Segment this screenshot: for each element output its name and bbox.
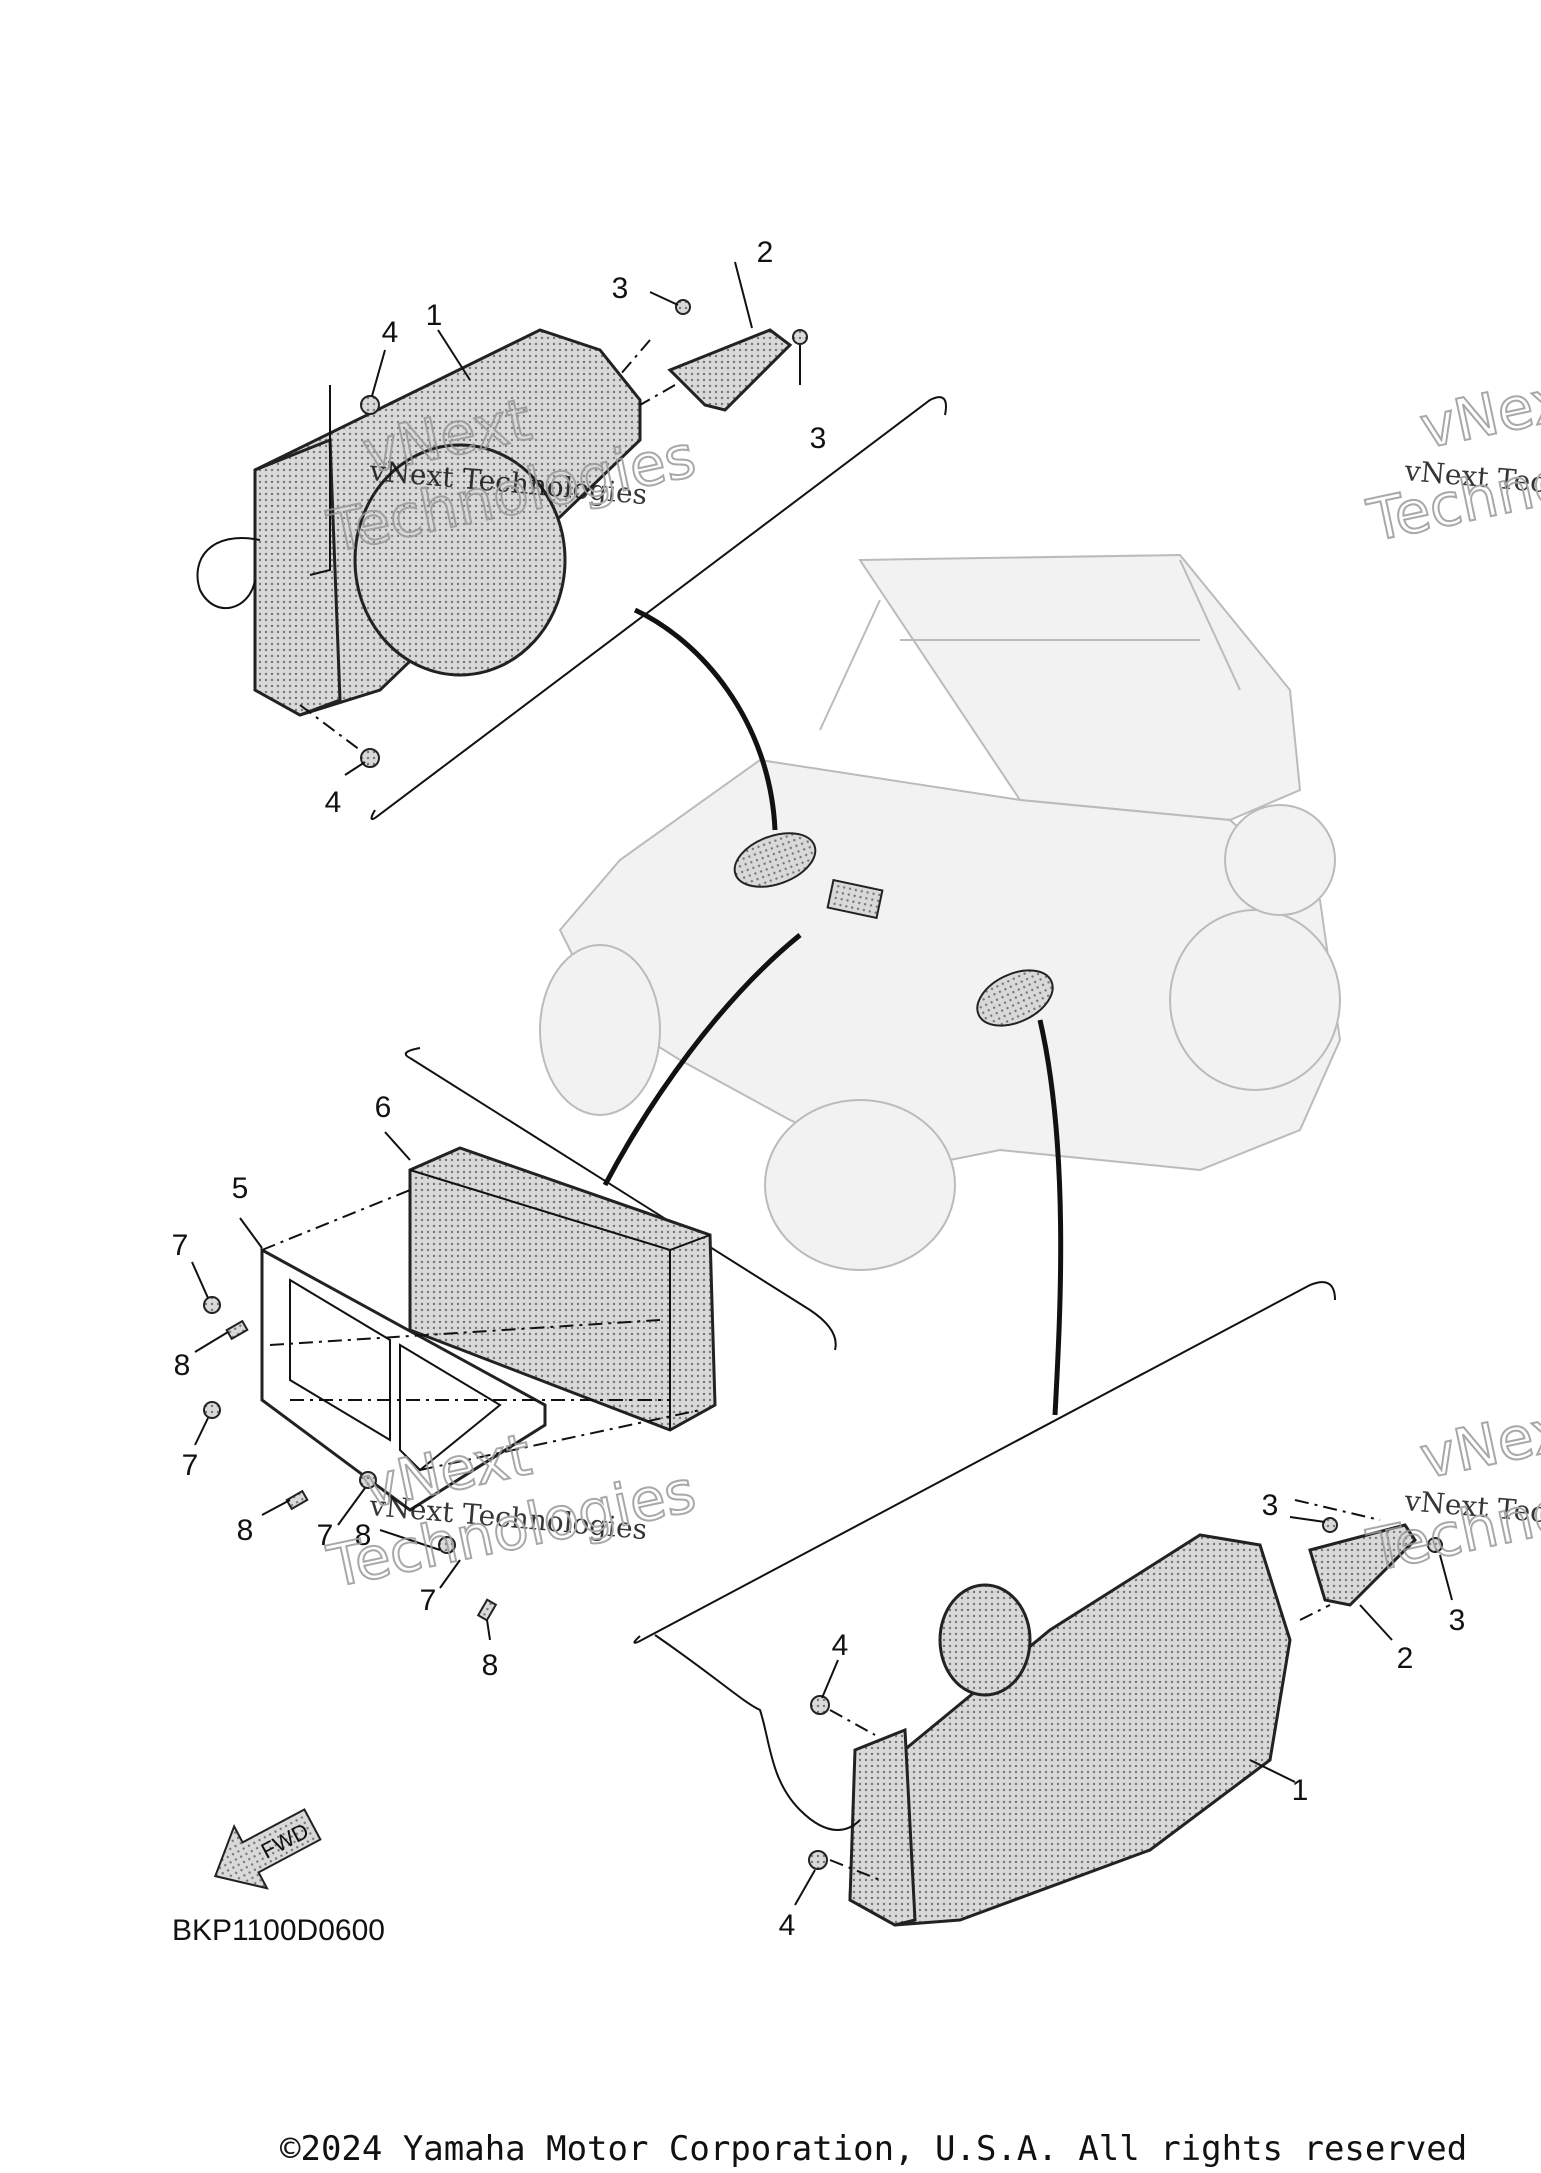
watermark-right-mid-big-a: vNext	[1414, 1390, 1541, 1492]
callout-top-2: 2	[757, 236, 774, 269]
callout-bottom-2: 2	[1397, 1642, 1414, 1675]
callout-8b: 8	[237, 1514, 254, 1547]
callout-5: 5	[232, 1172, 249, 1205]
vehicle-illustration	[539, 553, 1342, 1271]
callout-bottom-4a: 4	[832, 1629, 849, 1662]
ecu-box	[408, 1146, 717, 1432]
watermark-right-top-big-a: vNext	[1414, 360, 1541, 462]
top-fan-assembly-group: 1 2 3 3 4 4	[196, 236, 947, 820]
top-leader-lines	[299, 261, 801, 776]
top-bracket	[667, 328, 793, 412]
callout-7d: 7	[420, 1584, 437, 1617]
callout-top-4b: 4	[325, 786, 342, 819]
connector-lines	[602, 607, 1064, 1416]
bottom-fan-assembly-group: 1 2 3 3 4 4	[633, 1281, 1466, 1942]
callout-7b: 7	[182, 1449, 199, 1482]
bottom-bracket	[1308, 1523, 1417, 1607]
callout-top-3a: 3	[612, 272, 629, 305]
callout-7a: 7	[172, 1229, 189, 1262]
top-fan-assembly	[196, 328, 642, 717]
callout-8d: 8	[482, 1649, 499, 1682]
callout-bottom-4b: 4	[779, 1909, 796, 1942]
fwd-arrow: FWD	[213, 1808, 322, 1890]
callout-bottom-1: 1	[1292, 1774, 1309, 1807]
callout-bottom-3a: 3	[1262, 1489, 1279, 1522]
callout-top-1: 1	[426, 299, 443, 332]
middle-bolts	[203, 1296, 498, 1622]
bottom-leader-lines	[794, 1499, 1453, 1906]
middle-ecu-group: 5 6 7 7 7 7 8 8 8 8	[172, 1047, 837, 1682]
callout-bottom-3b: 3	[1449, 1604, 1466, 1637]
copyright-notice: ©2024 Yamaha Motor Corporation, U.S.A. A…	[280, 2129, 1467, 2169]
callout-6: 6	[375, 1091, 392, 1124]
diagram-code: BKP1100D0600	[172, 1914, 385, 1947]
callout-7c: 7	[317, 1519, 334, 1552]
callout-top-3b: 3	[810, 422, 827, 455]
bottom-bolts	[808, 1517, 1443, 1870]
middle-leader-lines	[191, 1131, 701, 1641]
bottom-fan-assembly	[654, 1533, 1292, 1927]
callout-8a: 8	[174, 1349, 191, 1382]
vehicle-part-markers	[733, 832, 1054, 1027]
callout-8c: 8	[355, 1519, 372, 1552]
top-bolts	[360, 299, 808, 768]
callout-top-4a: 4	[382, 316, 399, 349]
